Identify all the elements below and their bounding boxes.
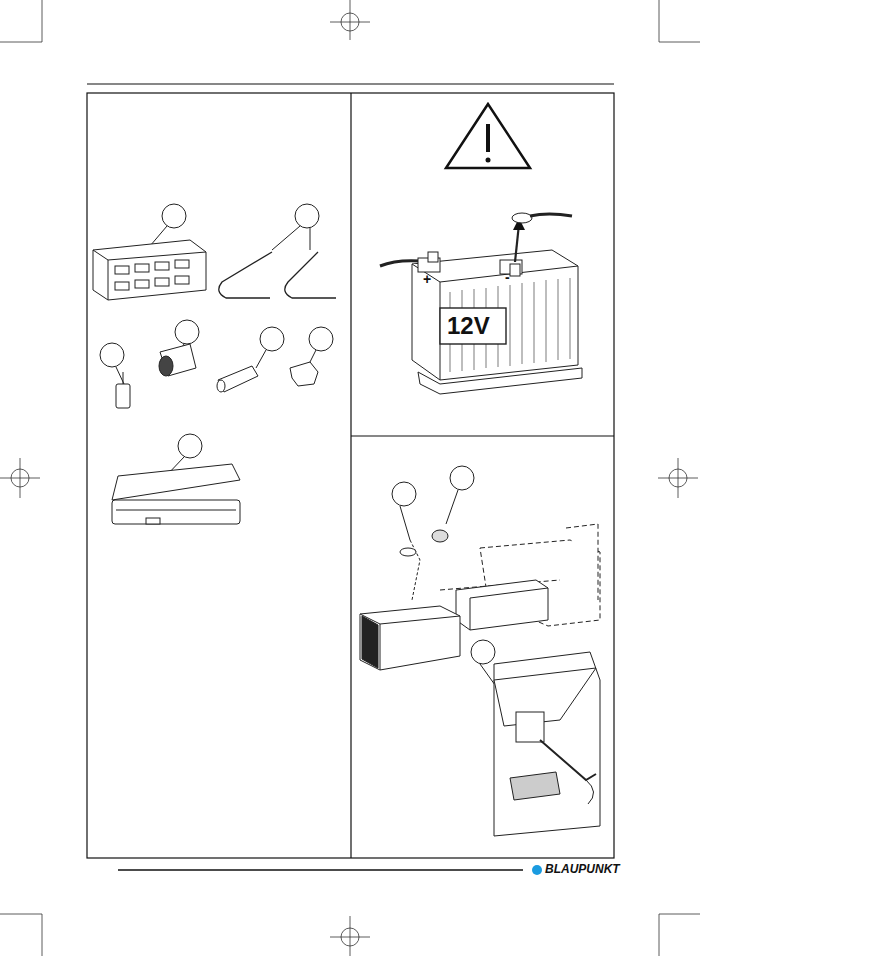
cassette-case <box>112 464 240 524</box>
polarity-sign: + <box>423 272 431 286</box>
brand-logo: BLAUPUNKT <box>545 863 620 875</box>
mounting-frame <box>93 240 206 300</box>
polarity-sign: - <box>505 270 510 284</box>
small-parts <box>116 344 318 408</box>
page-frame <box>87 84 614 875</box>
radio-installation <box>360 524 600 836</box>
warning-symbol <box>446 104 530 168</box>
voltage-label: 12V <box>447 314 490 338</box>
battery-illustration <box>380 213 582 394</box>
release-keys <box>219 252 336 298</box>
crop-marks <box>0 0 700 956</box>
